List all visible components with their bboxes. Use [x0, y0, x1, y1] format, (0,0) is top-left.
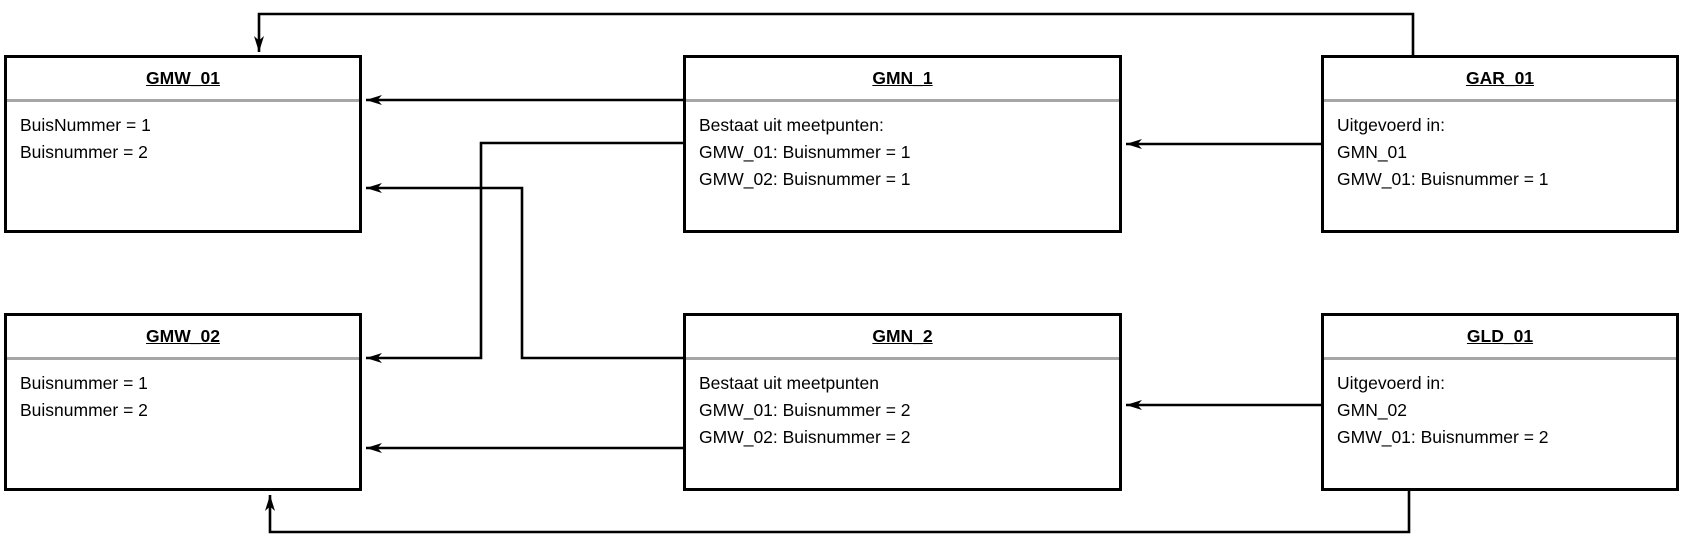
entity-title-gmw-02: GMW_02 — [7, 316, 359, 360]
attribute-line: GMW_01: Buisnummer = 2 — [699, 400, 911, 420]
entity-body-gar-01: Uitgevoerd in: GMN_01 GMW_01: Buisnummer… — [1324, 102, 1676, 193]
entity-title-gmn-1: GMN_1 — [686, 58, 1119, 102]
entity-box-gmn-1: GMN_1 Bestaat uit meetpunten: GMW_01: Bu… — [683, 55, 1122, 233]
connector-gar01-to-gmw01 — [254, 12, 1415, 55]
attribute-line: GMN_01 — [1337, 142, 1408, 162]
attribute-line: Bestaat uit meetpunten — [699, 373, 879, 393]
entity-title-gmn-2: GMN_2 — [686, 316, 1119, 360]
entity-box-gld-01: GLD_01 Uitgevoerd in: GMN_02 GMW_01: Bui… — [1321, 313, 1679, 491]
connector-gld01-to-gmw02 — [265, 490, 1411, 534]
attribute-line: GMW_01: Buisnummer = 1 — [1337, 169, 1549, 189]
entity-title-gld-01: GLD_01 — [1324, 316, 1676, 360]
entity-body-gmn-1: Bestaat uit meetpunten: GMW_01: Buisnumm… — [686, 102, 1119, 193]
attribute-line: Uitgevoerd in: — [1337, 115, 1445, 135]
entity-title-gmw-01: GMW_01 — [7, 58, 359, 102]
entity-body-gmw-01: BuisNummer = 1 Buisnummer = 2 — [7, 102, 359, 166]
entity-box-gmn-2: GMN_2 Bestaat uit meetpunten GMW_01: Bui… — [683, 313, 1122, 491]
attribute-line: GMN_02 — [1337, 400, 1408, 420]
entity-box-gar-01: GAR_01 Uitgevoerd in: GMN_01 GMW_01: Bui… — [1321, 55, 1679, 233]
entity-body-gld-01: Uitgevoerd in: GMN_02 GMW_01: Buisnummer… — [1324, 360, 1676, 451]
attribute-line: Buisnummer = 1 — [20, 373, 148, 393]
attribute-line: GMW_01: Buisnummer = 1 — [699, 142, 911, 162]
attribute-line: Buisnummer = 2 — [20, 400, 148, 420]
entity-box-gmw-01: GMW_01 BuisNummer = 1 Buisnummer = 2 — [4, 55, 362, 233]
connector-gmn2-to-gmw01 — [366, 183, 683, 360]
attribute-line: GMW_02: Buisnummer = 2 — [699, 427, 911, 447]
attribute-line: GMW_01: Buisnummer = 2 — [1337, 427, 1549, 447]
attribute-line: Bestaat uit meetpunten: — [699, 115, 884, 135]
entity-box-gmw-02: GMW_02 Buisnummer = 1 Buisnummer = 2 — [4, 313, 362, 491]
entity-body-gmn-2: Bestaat uit meetpunten GMW_01: Buisnumme… — [686, 360, 1119, 451]
entity-title-gar-01: GAR_01 — [1324, 58, 1676, 102]
attribute-line: Uitgevoerd in: — [1337, 373, 1445, 393]
attribute-line: Buisnummer = 2 — [20, 142, 148, 162]
attribute-line: BuisNummer = 1 — [20, 115, 151, 135]
connector-gmn1-to-gmw02 — [366, 141, 683, 363]
attribute-line: GMW_02: Buisnummer = 1 — [699, 169, 911, 189]
entity-body-gmw-02: Buisnummer = 1 Buisnummer = 2 — [7, 360, 359, 424]
